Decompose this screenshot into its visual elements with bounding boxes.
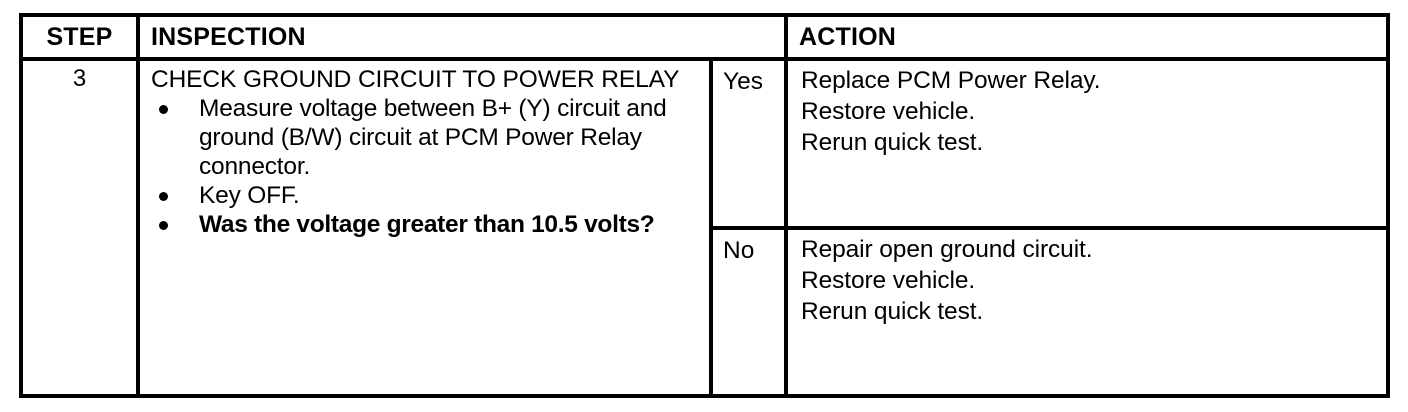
- cell-step-number: 3: [23, 61, 140, 394]
- column-header-action-label: ACTION: [799, 22, 897, 51]
- step-number-value: 3: [72, 65, 87, 92]
- table-body: 3 CHECK GROUND CIRCUIT TO POWER RELAY Me…: [23, 61, 1386, 394]
- column-header-inspection-label: INSPECTION: [151, 22, 306, 51]
- diagnostic-step-table: STEP INSPECTION ACTION 3 CHECK GROUND CI…: [19, 13, 1390, 398]
- cell-branch-label-yes: Yes: [713, 61, 788, 226]
- branch-action-area: Yes Replace PCM Power Relay. Restore veh…: [713, 61, 1386, 394]
- branch-label-yes-text: Yes: [723, 68, 763, 95]
- inspection-bullet-item-question: Was the voltage greater than 10.5 volts?: [151, 210, 701, 239]
- cell-branch-label-no: No: [713, 230, 788, 394]
- bullet-point-icon: [159, 105, 168, 114]
- inspection-bullet-list: Measure voltage between B+ (Y) circuit a…: [151, 94, 701, 239]
- table-header-row: STEP INSPECTION ACTION: [23, 17, 1386, 61]
- branch-label-no-text: No: [723, 237, 755, 264]
- action-line: Restore vehicle.: [801, 267, 976, 294]
- cell-action-yes: Replace PCM Power Relay. Restore vehicle…: [788, 61, 1386, 226]
- inspection-bullet-text: Key OFF.: [199, 182, 300, 209]
- action-line: Repair open ground circuit.: [801, 236, 1093, 263]
- inspection-bullet-text: Measure voltage between B+ (Y) circuit a…: [199, 95, 667, 180]
- cell-action-no: Repair open ground circuit. Restore vehi…: [788, 230, 1386, 394]
- action-line: Replace PCM Power Relay.: [801, 67, 1101, 94]
- inspection-bullet-item: Key OFF.: [151, 181, 701, 210]
- inspection-bullet-item: Measure voltage between B+ (Y) circuit a…: [151, 94, 701, 181]
- branch-row-no: No Repair open ground circuit. Restore v…: [713, 230, 1386, 394]
- inspection-bullet-text: Was the voltage greater than 10.5 volts?: [199, 211, 655, 238]
- column-header-step-label: STEP: [46, 22, 113, 51]
- column-header-inspection: INSPECTION: [140, 17, 788, 57]
- inspection-title: CHECK GROUND CIRCUIT TO POWER RELAY: [151, 66, 680, 93]
- cell-inspection: CHECK GROUND CIRCUIT TO POWER RELAY Meas…: [140, 61, 713, 394]
- branch-row-yes: Yes Replace PCM Power Relay. Restore veh…: [713, 61, 1386, 230]
- bullet-point-icon: [159, 192, 168, 201]
- column-header-step: STEP: [23, 17, 140, 57]
- action-line: Rerun quick test.: [801, 298, 984, 325]
- action-line: Restore vehicle.: [801, 98, 976, 125]
- column-header-action: ACTION: [788, 17, 1386, 57]
- action-line: Rerun quick test.: [801, 129, 984, 156]
- bullet-point-icon: [159, 221, 168, 230]
